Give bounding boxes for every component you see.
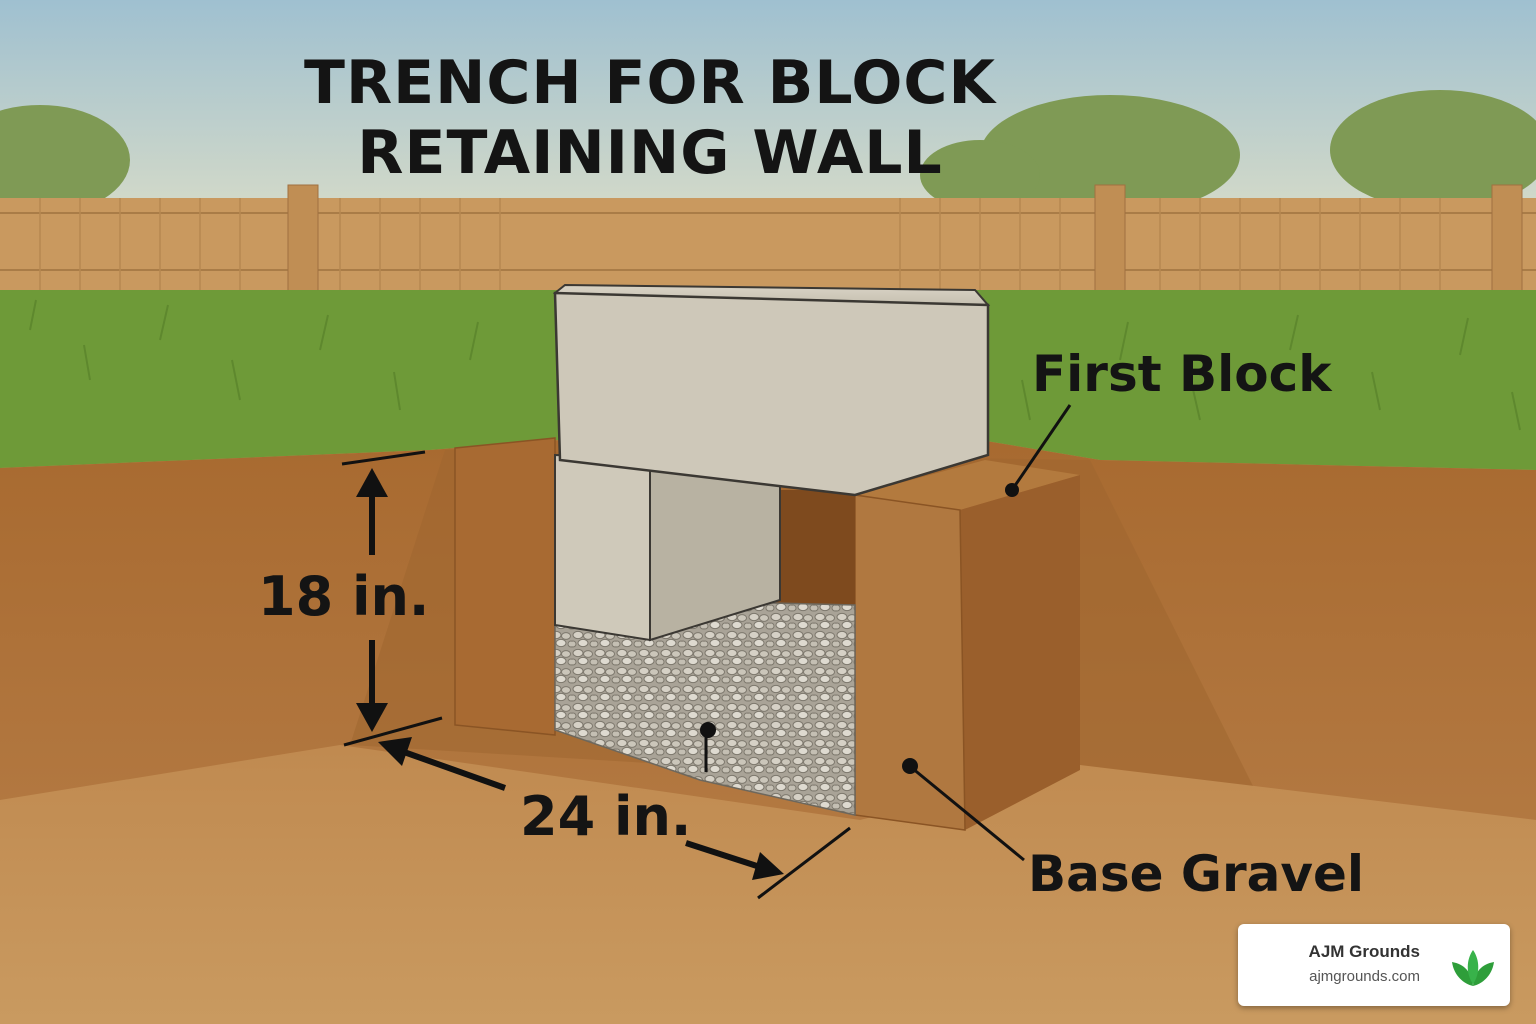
title-line-2: RETAINING WALL bbox=[357, 118, 943, 188]
sky bbox=[0, 0, 1536, 230]
title-line-1: TRENCH FOR BLOCK bbox=[304, 48, 996, 118]
lower-block-front bbox=[554, 453, 651, 642]
width-dimension bbox=[378, 737, 851, 900]
left-soil-wall bbox=[454, 437, 556, 736]
brand-url[interactable]: ajmgrounds.com bbox=[1309, 968, 1420, 985]
leader-base-gravel bbox=[902, 758, 1025, 862]
brand-name: AJM Grounds bbox=[1308, 942, 1420, 961]
leader-gravel bbox=[700, 722, 716, 772]
grass-texture bbox=[29, 299, 1521, 431]
width-label: 24 in. bbox=[520, 785, 692, 848]
trench-floor bbox=[0, 745, 1536, 1024]
right-soil-wall-side bbox=[960, 475, 1080, 830]
first-block-label: First Block bbox=[1032, 345, 1332, 403]
base-gravel-label: Base Gravel bbox=[1028, 845, 1365, 903]
brand-card[interactable]: AJM Grounds ajmgrounds.com bbox=[1238, 924, 1510, 1006]
diagram-title: TRENCH FOR BLOCK RETAINING WALL bbox=[300, 48, 1000, 188]
right-soil-wall-front bbox=[854, 494, 966, 831]
background-trees bbox=[0, 90, 1536, 215]
leader-first-block bbox=[1005, 404, 1072, 497]
depth-label: 18 in. bbox=[258, 565, 430, 628]
depth-dimension bbox=[341, 450, 443, 747]
first-block-front bbox=[553, 291, 990, 497]
leaf-logo-icon bbox=[1452, 950, 1494, 986]
